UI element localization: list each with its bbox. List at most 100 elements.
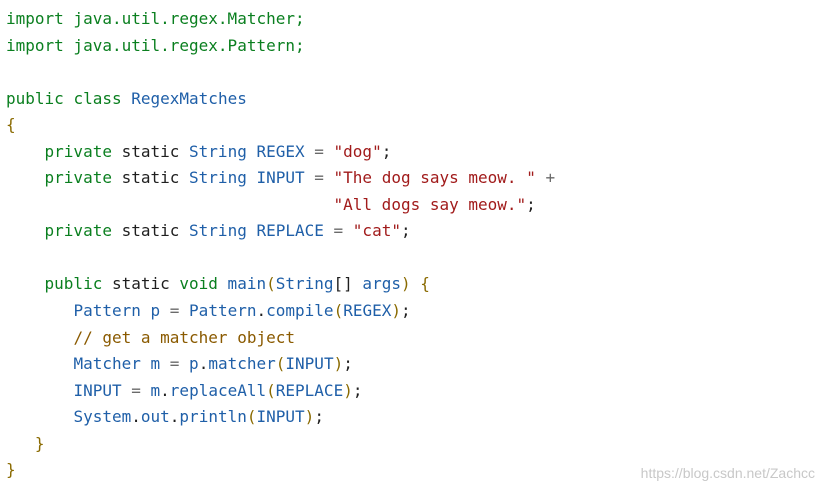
code-token: static <box>111 141 190 161</box>
code-line: Pattern p = Pattern.compile(REGEX); <box>6 298 555 325</box>
code-token: private <box>44 168 112 188</box>
code-token: = <box>314 141 334 161</box>
code-token <box>6 434 35 453</box>
code-token: out <box>140 407 170 427</box>
code-token: = <box>314 168 334 188</box>
code-line: // get a matcher object <box>6 325 555 352</box>
code-token: String <box>189 141 247 161</box>
code-token: ; <box>381 141 392 161</box>
code-token: private <box>44 221 112 241</box>
code-token <box>6 221 45 240</box>
code-token: = <box>333 221 353 241</box>
code-token: ) <box>391 301 402 321</box>
code-token: import <box>6 35 64 55</box>
code-token: INPUT <box>256 407 305 427</box>
code-line: "All dogs say meow."; <box>6 192 555 219</box>
code-token: ; <box>352 380 363 400</box>
code-token: ; <box>526 194 536 214</box>
code-token: println <box>179 407 247 427</box>
code-token <box>6 354 73 373</box>
code-line: private static String INPUT = "The dog s… <box>6 165 556 192</box>
code-token: ; <box>343 354 353 374</box>
code-token: String <box>189 221 247 241</box>
code-token <box>6 168 45 187</box>
code-token: { <box>6 115 16 135</box>
code-line <box>6 59 555 86</box>
code-token: private <box>44 141 112 161</box>
code-token: "All dogs say meow." <box>333 194 527 214</box>
code-token: m <box>150 380 161 400</box>
code-token: java.util.regex.Matcher; <box>63 9 305 28</box>
code-line: } <box>6 431 555 458</box>
code-token: } <box>34 433 45 453</box>
code-token: ( <box>333 301 344 321</box>
code-line: private static String REPLACE = "cat"; <box>6 218 555 245</box>
code-token: + <box>535 168 556 188</box>
code-token: ; <box>314 407 324 427</box>
code-line: System.out.println(INPUT); <box>6 404 555 431</box>
code-token: // get a matcher object <box>73 327 295 347</box>
code-token: ( <box>266 380 276 400</box>
code-token: replaceAll <box>169 380 267 400</box>
code-line: import java.util.regex.Pattern; <box>6 33 555 60</box>
code-line: public static void main(String[] args) { <box>6 271 555 298</box>
code-token: main <box>217 274 267 294</box>
code-line: { <box>6 112 555 139</box>
code-token: ) <box>343 380 353 400</box>
code-token: System <box>73 407 132 427</box>
code-line: private static String REGEX = "dog"; <box>6 139 555 166</box>
code-block: import java.util.regex.Matcher;import ja… <box>6 6 555 484</box>
code-token: INPUT <box>285 354 334 374</box>
code-token: public <box>44 274 103 294</box>
code-token: ) <box>304 407 315 427</box>
code-token: args <box>352 274 401 294</box>
code-token <box>64 89 74 108</box>
watermark-text: https://blog.csdn.net/Zachcc <box>640 465 815 481</box>
code-token: p <box>189 354 199 374</box>
code-token: void <box>179 274 218 294</box>
code-token: java.util.regex.Pattern; <box>63 35 305 55</box>
code-line: INPUT = m.replaceAll(REPLACE); <box>6 378 555 405</box>
code-token: class <box>73 88 122 108</box>
code-token: ; <box>400 221 411 241</box>
code-token: String <box>275 274 334 294</box>
code-token: } <box>6 460 16 480</box>
code-token: Matcher <box>73 354 141 374</box>
code-token: ( <box>246 407 257 427</box>
code-token: m <box>140 354 170 374</box>
code-token: INPUT <box>246 168 315 188</box>
code-token: Pattern <box>189 301 257 321</box>
code-token <box>6 195 334 214</box>
code-token: "The dog says meow. " <box>333 168 536 188</box>
code-token: = <box>169 301 190 321</box>
code-token: = <box>121 380 151 400</box>
code-token: . <box>169 407 180 427</box>
code-token: . <box>131 407 141 427</box>
code-token: { <box>420 274 430 294</box>
code-line: import java.util.regex.Matcher; <box>6 6 555 33</box>
code-token: REGEX <box>246 141 315 161</box>
code-line: } <box>6 457 555 484</box>
code-token: . <box>198 354 209 374</box>
code-token: ( <box>266 274 276 294</box>
code-token: ; <box>401 301 411 321</box>
code-token: static <box>102 274 180 294</box>
code-token: p <box>140 301 170 321</box>
code-line: public class RegexMatches <box>6 86 555 113</box>
code-token: REGEX <box>343 301 392 321</box>
code-token: static <box>111 168 190 188</box>
code-token: = <box>169 354 190 374</box>
code-token: RegexMatches <box>121 88 247 108</box>
code-token: matcher <box>208 354 276 374</box>
code-token: INPUT <box>73 380 122 400</box>
code-token <box>6 274 45 293</box>
code-token: ) <box>333 354 344 374</box>
code-token: . <box>256 301 267 321</box>
code-token: . <box>160 380 170 400</box>
code-line <box>6 245 555 272</box>
code-token: REPLACE <box>275 380 344 400</box>
code-token: "cat" <box>352 221 401 241</box>
code-token: public <box>6 88 64 108</box>
code-token <box>6 301 73 320</box>
code-token: static <box>111 221 190 241</box>
